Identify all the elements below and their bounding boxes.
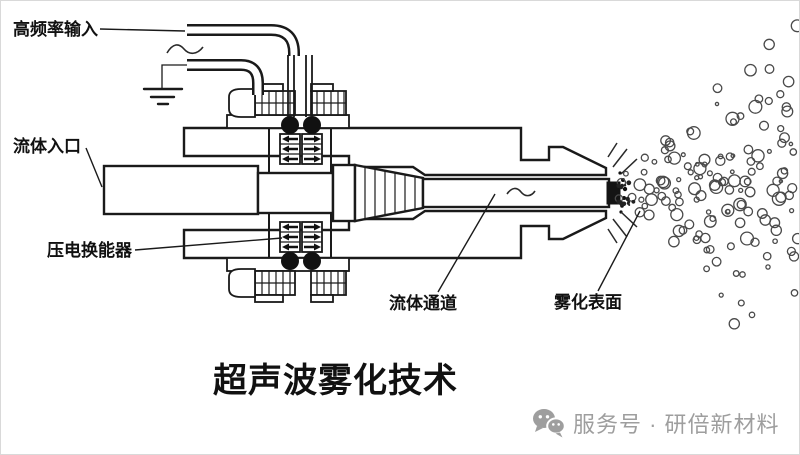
- electrode-dot: [281, 116, 299, 134]
- spray-lines: [607, 142, 638, 244]
- leader-fluid-inlet: [85, 147, 103, 188]
- bolt-head-bottom: [228, 268, 256, 298]
- leader-fluid-channel: [437, 193, 496, 293]
- watermark: 服务号 · 研倍新材料: [533, 409, 780, 438]
- fluid-inlet-tube: [102, 164, 260, 216]
- electrode-dot: [303, 116, 321, 134]
- electrode-lead-wires: [287, 55, 313, 117]
- callout-labels: 高频率输入 流体入口 压电换能器 流体通道 雾化表面: [13, 19, 641, 313]
- atomization-tip: [606, 142, 638, 244]
- leader-atomization-surface: [597, 210, 641, 292]
- leader-high-frequency-input: [99, 28, 186, 32]
- watermark-text: 服务号 · 研倍新材料: [573, 412, 780, 437]
- ground-link: [161, 64, 187, 89]
- clamp-slot-walls: [268, 128, 332, 258]
- horn-and-nozzle: [256, 163, 611, 223]
- electrode-dot: [303, 252, 321, 270]
- label-atomization-surface: 雾化表面: [553, 292, 622, 312]
- horn-cone-hatching: [364, 167, 416, 219]
- hf-input-wiring: [142, 24, 313, 117]
- label-high-frequency-input: 高频率输入: [13, 19, 98, 39]
- vibration-wave-mark: [506, 187, 536, 197]
- leader-piezoelectric-transducer: [134, 237, 283, 251]
- piezo-transducer-stack: [279, 116, 323, 270]
- ground-symbol-icon: [142, 87, 184, 106]
- bolt-head-top: [228, 88, 256, 118]
- spray-droplets: [614, 19, 799, 330]
- label-fluid-inlet: 流体入口: [13, 136, 81, 156]
- label-fluid-channel: 流体通道: [389, 293, 457, 313]
- ac-wave-mark: [166, 44, 204, 55]
- label-piezoelectric-transducer: 压电换能器: [47, 240, 133, 260]
- wechat-icon: [533, 409, 566, 438]
- electrode-dot: [281, 252, 299, 270]
- vibration-arrows: [282, 135, 321, 251]
- diagram-title: 超声波雾化技术: [213, 362, 458, 400]
